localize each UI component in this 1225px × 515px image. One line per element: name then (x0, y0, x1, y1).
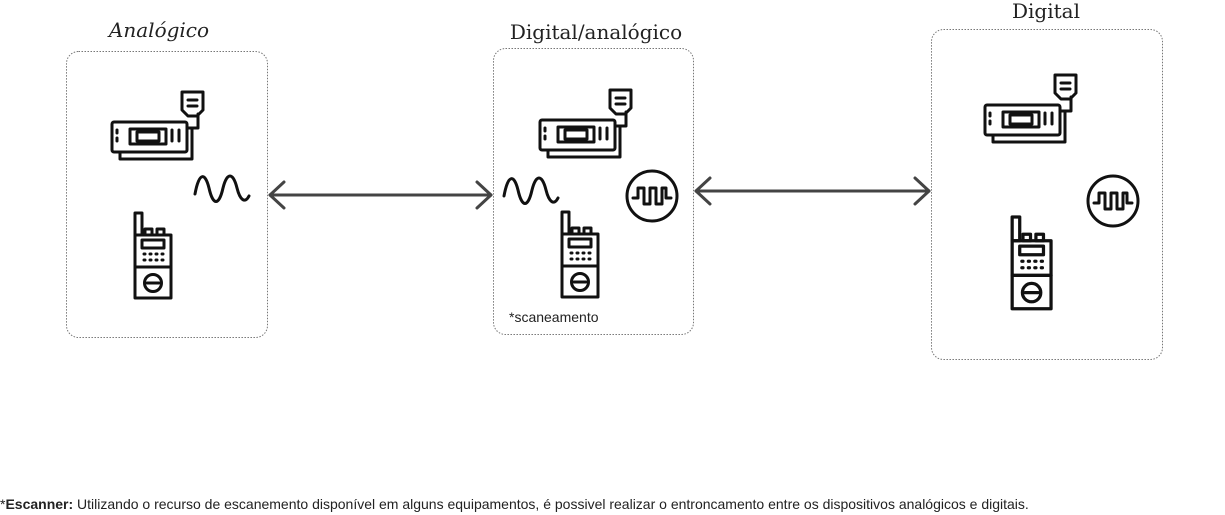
panel-digital: Digital (931, 0, 1163, 360)
footnote-term: Escanner: (5, 496, 74, 512)
panel-analog: Analógico (66, 18, 268, 338)
footnote: *Escanner: Utilizando o recurso de escan… (0, 496, 1029, 512)
panel-hybrid: Digital/analógico *scaneamento (493, 20, 694, 335)
bidirectional-arrow-icon (694, 176, 931, 206)
panel-hybrid-title: Digital/analógico (510, 20, 682, 44)
panel-digital-title: Digital (1012, 0, 1080, 23)
bidirectional-arrow-icon (268, 180, 493, 210)
panel-analog-title: Analógico (107, 18, 209, 42)
network-diagram: Analógico Digital/analógico *scaneamento… (66, 0, 1163, 360)
footnote-text: Utilizando o recurso de escanemento disp… (77, 496, 1029, 512)
panel-analog-box (66, 51, 268, 338)
scan-note: *scaneamento (509, 309, 599, 325)
